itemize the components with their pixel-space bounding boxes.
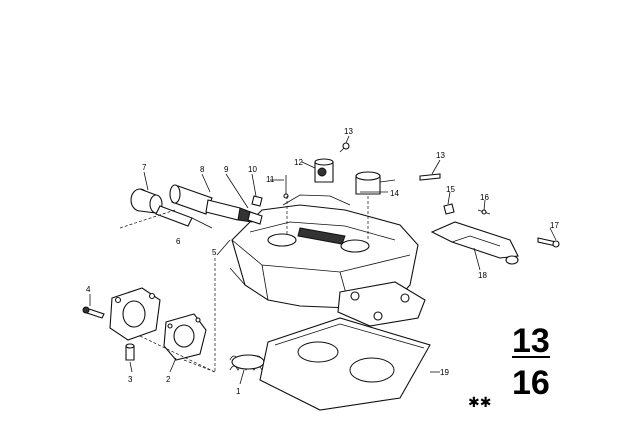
part-19-gasket — [259, 317, 431, 411]
part-2-diaphragm — [163, 313, 207, 361]
callout-19: 19 — [440, 368, 449, 377]
callout-18: 18 — [478, 271, 487, 280]
part-9-screw — [247, 211, 263, 225]
callout-8: 8 — [200, 165, 205, 174]
callout-13-upper: 13 — [344, 127, 353, 136]
pump-cover — [109, 287, 161, 341]
callout-15: 15 — [446, 185, 455, 194]
part-14-housing — [355, 171, 396, 195]
callout-14: 14 — [390, 189, 399, 198]
callout-12: 12 — [294, 158, 303, 167]
part-1-spring — [229, 354, 265, 371]
part-13-pin — [419, 173, 441, 181]
part-3-valve — [125, 343, 135, 361]
part-6-needle — [155, 205, 213, 229]
callout-3: 3 — [128, 375, 133, 384]
callout-10: 10 — [248, 165, 257, 174]
group-number-top: 13 — [512, 322, 550, 360]
part-11-pin — [283, 175, 289, 199]
base-flange — [337, 281, 426, 327]
callout-17: 17 — [550, 221, 559, 230]
callout-6: 6 — [176, 237, 181, 246]
callout-1: 1 — [236, 387, 241, 396]
star-marks: ✱✱ — [468, 395, 491, 411]
alignment-lines — [119, 196, 369, 373]
part-4-screw — [82, 306, 105, 319]
callout-5: 5 — [212, 248, 217, 257]
leader-lines — [89, 135, 557, 385]
callout-2: 2 — [166, 375, 171, 384]
part-15-clip — [443, 203, 455, 215]
part-12-valve — [314, 142, 350, 183]
callout-7: 7 — [142, 163, 147, 172]
part-18-lever — [430, 221, 519, 265]
part-10-screw — [251, 195, 263, 207]
group-number-bottom: 16 — [512, 364, 550, 402]
callout-13-right: 13 — [436, 151, 445, 160]
carburetor-body — [229, 194, 419, 309]
group-number-block: 13 16 ✱✱ — [468, 322, 550, 411]
part-16-spring — [477, 209, 491, 215]
part-7-cap — [130, 188, 163, 214]
part-17-screw — [537, 237, 560, 248]
part-8-cylinder — [169, 184, 257, 223]
callout-11: 11 — [266, 175, 275, 184]
callout-9: 9 — [224, 165, 229, 174]
callout-16: 16 — [480, 193, 489, 202]
callout-labels: 1 2 3 4 5 6 7 8 9 10 11 12 13 13 14 15 1… — [86, 127, 559, 396]
callout-4: 4 — [86, 285, 91, 294]
